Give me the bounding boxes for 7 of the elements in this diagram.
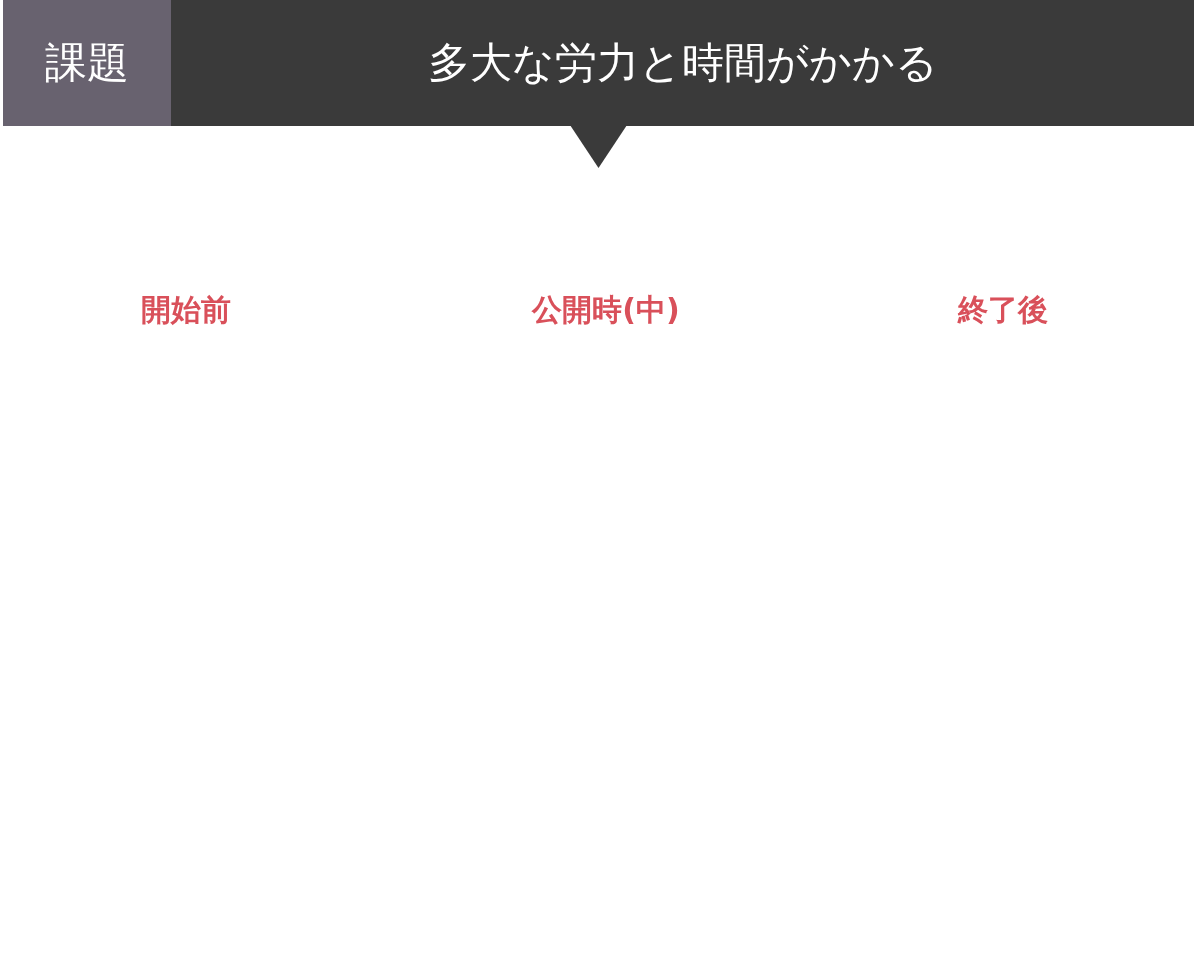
column-heading: 公開時(中) (530, 291, 681, 329)
header-bar (171, 0, 1194, 126)
column-heading: 終了後 (956, 291, 1049, 329)
heading-text: 課題 (45, 37, 129, 89)
category-tab (3, 0, 171, 126)
column-heading: 開始前 (140, 291, 232, 329)
heading-text: 多大な労力と時間がかかる (427, 37, 938, 89)
